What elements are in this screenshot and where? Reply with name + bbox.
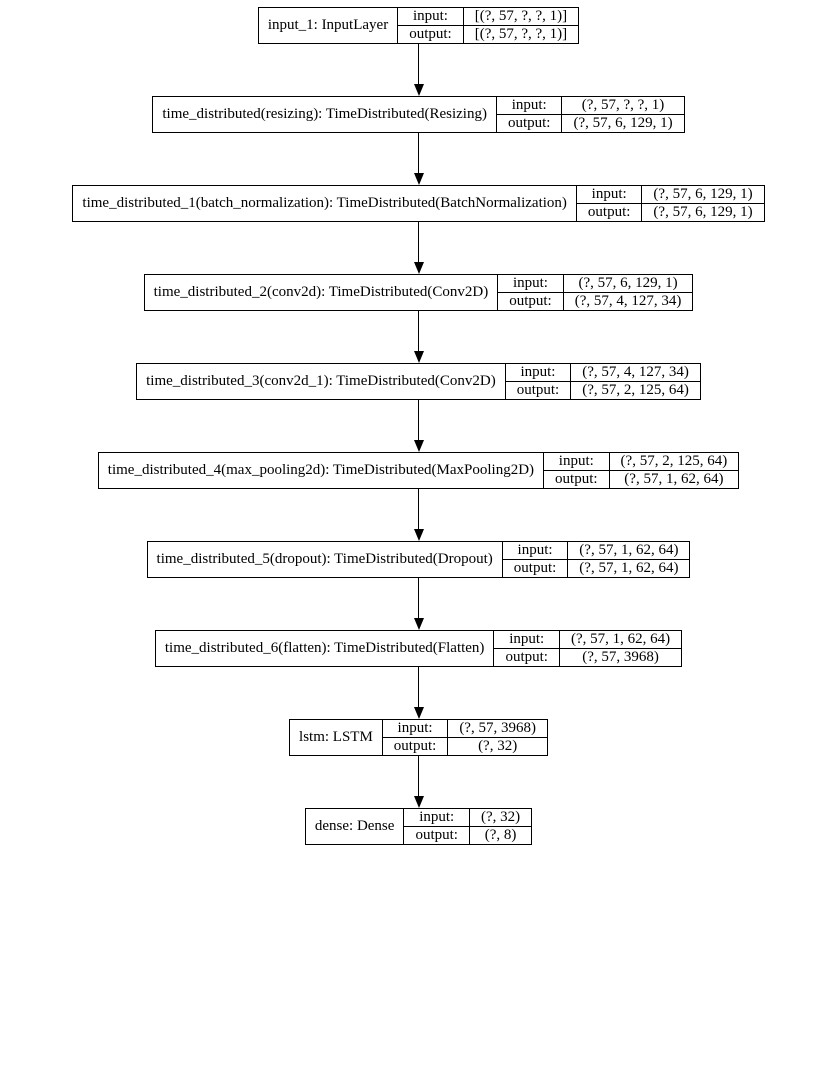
input-shape: (?, 32) bbox=[480, 809, 521, 825]
node-td-batch-normalization: time_distributed_1(batch_normalization):… bbox=[72, 185, 765, 222]
layer-name: lstm: LSTM bbox=[290, 720, 383, 755]
layer-name: dense: Dense bbox=[306, 809, 405, 844]
output-shape: (?, 57, 1, 62, 64) bbox=[568, 559, 690, 577]
input-shape: (?, 57, 6, 129, 1) bbox=[653, 186, 753, 202]
arrow-line bbox=[417, 400, 420, 440]
input-shape: (?, 57, ?, ?, 1) bbox=[581, 97, 665, 113]
arrow-line bbox=[417, 133, 420, 173]
node-td-dropout: time_distributed_5(dropout): TimeDistrib… bbox=[146, 541, 691, 578]
input-label: input: bbox=[397, 720, 433, 736]
output-label: output: bbox=[404, 826, 469, 844]
layer-name: input_1: InputLayer bbox=[259, 8, 399, 43]
output-label: output: bbox=[382, 737, 448, 755]
arrow-head-icon bbox=[413, 351, 424, 363]
output-label: output: bbox=[498, 292, 563, 310]
edge-arrow bbox=[413, 222, 424, 274]
arrow-head-icon bbox=[413, 440, 424, 452]
input-label: input: bbox=[591, 186, 627, 202]
output-shape: (?, 8) bbox=[469, 826, 532, 844]
edge-arrow bbox=[413, 44, 424, 96]
arrow-head-icon bbox=[413, 84, 424, 96]
input-label: input: bbox=[512, 275, 548, 291]
layer-name: time_distributed_2(conv2d): TimeDistribu… bbox=[145, 275, 499, 310]
input-label: input: bbox=[520, 364, 556, 380]
arrow-line bbox=[417, 667, 420, 707]
output-label: output: bbox=[576, 203, 642, 221]
output-label: output: bbox=[502, 559, 568, 577]
output-shape: (?, 57, 4, 127, 34) bbox=[563, 292, 693, 310]
input-shape: (?, 57, 1, 62, 64) bbox=[579, 542, 679, 558]
input-shape: (?, 57, 4, 127, 34) bbox=[582, 364, 689, 380]
node-dense: dense: Dense input: output: (?, 32) (?, … bbox=[304, 808, 533, 845]
arrow-line bbox=[417, 578, 420, 618]
input-label: input: bbox=[412, 8, 448, 24]
output-shape: (?, 57, 3968) bbox=[559, 648, 682, 666]
edge-arrow bbox=[413, 667, 424, 719]
edge-arrow bbox=[413, 400, 424, 452]
input-shape: (?, 57, 3968) bbox=[459, 720, 536, 736]
layer-name: time_distributed_5(dropout): TimeDistrib… bbox=[148, 542, 503, 577]
arrow-line bbox=[417, 756, 420, 796]
node-td-flatten: time_distributed_6(flatten): TimeDistrib… bbox=[154, 630, 683, 667]
input-label: input: bbox=[509, 631, 545, 647]
output-label: output: bbox=[505, 381, 571, 399]
input-shape: (?, 57, 1, 62, 64) bbox=[570, 631, 671, 647]
output-shape: (?, 57, 6, 129, 1) bbox=[562, 114, 684, 132]
layer-name: time_distributed_3(conv2d_1): TimeDistri… bbox=[137, 364, 506, 399]
input-label: input: bbox=[511, 97, 547, 113]
edge-arrow bbox=[413, 578, 424, 630]
node-td-resizing: time_distributed(resizing): TimeDistribu… bbox=[152, 96, 685, 133]
arrow-head-icon bbox=[413, 707, 424, 719]
node-td-conv2d-1: time_distributed_3(conv2d_1): TimeDistri… bbox=[136, 363, 701, 400]
input-label: input: bbox=[419, 809, 455, 825]
edge-arrow bbox=[413, 311, 424, 363]
node-td-max-pooling2d: time_distributed_4(max_pooling2d): TimeD… bbox=[97, 452, 740, 489]
arrow-head-icon bbox=[413, 173, 424, 185]
arrow-head-icon bbox=[413, 262, 424, 274]
input-shape: [(?, 57, ?, ?, 1)] bbox=[474, 8, 568, 24]
input-label: input: bbox=[558, 453, 594, 469]
layer-name: time_distributed_6(flatten): TimeDistrib… bbox=[156, 631, 495, 666]
output-shape: (?, 57, 1, 62, 64) bbox=[609, 470, 739, 488]
node-td-conv2d: time_distributed_2(conv2d): TimeDistribu… bbox=[143, 274, 694, 311]
output-label: output: bbox=[496, 114, 562, 132]
node-input-layer: input_1: InputLayer input: output: [(?, … bbox=[257, 7, 580, 44]
arrow-line bbox=[417, 222, 420, 262]
input-shape: (?, 57, 2, 125, 64) bbox=[620, 453, 728, 469]
edge-arrow bbox=[413, 489, 424, 541]
layer-name: time_distributed_4(max_pooling2d): TimeD… bbox=[99, 453, 545, 488]
arrow-line bbox=[417, 489, 420, 529]
input-shape: (?, 57, 6, 129, 1) bbox=[578, 275, 678, 291]
arrow-line bbox=[417, 311, 420, 351]
layer-name: time_distributed(resizing): TimeDistribu… bbox=[153, 97, 497, 132]
output-shape: [(?, 57, ?, ?, 1)] bbox=[463, 25, 579, 43]
output-label: output: bbox=[494, 648, 559, 666]
arrow-head-icon bbox=[413, 529, 424, 541]
output-shape: (?, 32) bbox=[448, 737, 547, 755]
output-shape: (?, 57, 6, 129, 1) bbox=[642, 203, 764, 221]
output-shape: (?, 57, 2, 125, 64) bbox=[571, 381, 700, 399]
output-label: output: bbox=[544, 470, 609, 488]
arrow-head-icon bbox=[413, 796, 424, 808]
edge-arrow bbox=[413, 756, 424, 808]
edge-arrow bbox=[413, 133, 424, 185]
arrow-line bbox=[417, 44, 420, 84]
node-lstm: lstm: LSTM input: output: (?, 57, 3968) … bbox=[289, 719, 548, 756]
arrow-head-icon bbox=[413, 618, 424, 630]
input-label: input: bbox=[517, 542, 553, 558]
layer-name: time_distributed_1(batch_normalization):… bbox=[73, 186, 577, 221]
output-label: output: bbox=[398, 25, 463, 43]
